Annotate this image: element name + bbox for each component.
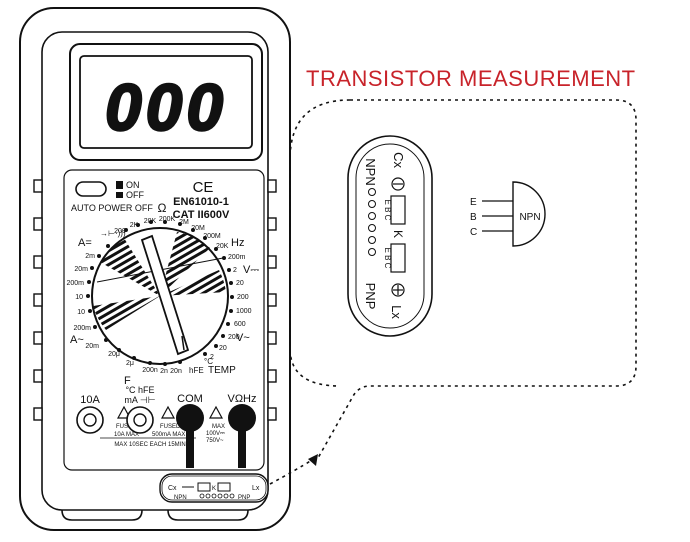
- adc-20m: 20m: [74, 266, 88, 273]
- vac-20: 20: [219, 345, 227, 352]
- standard-label-1: EN61010-1: [173, 196, 229, 208]
- diagram-title: TRANSISTOR MEASUREMENT: [306, 66, 636, 91]
- max-ma-label: 500mA MAX: [152, 432, 185, 438]
- large-npn-label: NPN: [363, 158, 378, 185]
- cap-2n: 2n: [160, 368, 168, 375]
- large-pins-1: E B C: [383, 200, 392, 221]
- callout-arrow: [269, 454, 318, 485]
- a-ac-label: A~: [70, 334, 84, 346]
- jack-10a[interactable]: [76, 406, 104, 434]
- hz-20k: 20K: [216, 243, 229, 250]
- vdc-20: 20: [236, 280, 244, 287]
- small-npn-label: NPN: [174, 495, 187, 501]
- vdc-2: 2: [233, 267, 237, 274]
- terminal-vohmhz-label: VΩHz: [227, 393, 256, 405]
- vdc-200m: 200m: [228, 254, 246, 261]
- v-dc-label: V⎓: [243, 264, 259, 276]
- range-20m: 20M: [191, 225, 205, 232]
- auto-power-off-label: AUTO POWER OFF: [71, 203, 153, 213]
- pin-b-label: B: [470, 212, 477, 223]
- terminal-com-label: COM: [177, 393, 203, 405]
- npn-transistor-symbol: [482, 181, 546, 247]
- f-label: F: [124, 375, 131, 387]
- power-switch[interactable]: [75, 181, 107, 197]
- cap-20u: 20μ: [108, 351, 120, 358]
- standard-label-2: CAT II600V: [173, 209, 230, 221]
- jack-vohmhz-probe[interactable]: [228, 404, 256, 468]
- large-cx-label: Cx: [391, 152, 406, 168]
- vdc-200: 200: [237, 294, 249, 301]
- max-10sec-label: MAX 10SEC EACH 15MIN: [114, 442, 185, 448]
- v-ac-label: V~: [236, 332, 250, 344]
- callout-outline: [289, 99, 637, 459]
- terminals: 10A COM VΩHz °C hFE mA ⊣⊢ FUSED 10A MAX …: [80, 385, 256, 448]
- pin-e-label: E: [470, 197, 477, 208]
- rotary-dial[interactable]: [91, 227, 229, 365]
- transistor-socket-large[interactable]: [347, 135, 433, 337]
- small-cx-label: Cx: [168, 485, 177, 492]
- max-10a-label: 10A MAX: [114, 432, 139, 438]
- terminal-10a-label: 10A: [80, 394, 100, 406]
- vac-200: 200: [228, 334, 240, 341]
- aac-200m: 200m: [73, 325, 91, 332]
- switch-off-label: OFF: [126, 190, 144, 200]
- jack-com-probe[interactable]: [176, 404, 204, 468]
- range-2m: 2M: [179, 219, 189, 226]
- range-200k: 200K: [159, 216, 176, 223]
- small-pnp-label: PNP: [238, 495, 250, 501]
- range-20k: 20K: [144, 218, 157, 225]
- terminal-ma-label: mA ⊣⊢: [124, 395, 155, 405]
- large-lx-label: Lx: [389, 305, 404, 319]
- transistor-socket-small[interactable]: [159, 473, 269, 503]
- aac-10: 10: [77, 309, 85, 316]
- dial-labels: Ω 200 2K 20K 200K 2M 20M 200M Hz 20K 200…: [66, 201, 259, 387]
- fused-ma-label: FUSED: [160, 424, 181, 430]
- socket-large-labels: Cx Lx NPN PNP E B C E B C K: [363, 152, 406, 319]
- range-2k: 2K: [130, 222, 139, 229]
- hz-label: Hz: [231, 237, 244, 249]
- adc-200m: 200m: [66, 280, 84, 287]
- terminal-chfe-label: °C hFE: [125, 385, 154, 395]
- pin-c-label: C: [470, 227, 477, 238]
- ce-mark: CE: [193, 179, 214, 196]
- v100-label: 100V⎓: [206, 431, 225, 437]
- adc-2m: 2m: [85, 253, 95, 260]
- dial-dots: [86, 220, 234, 366]
- display-digits: 000: [105, 70, 227, 144]
- jack-ma[interactable]: [126, 406, 154, 434]
- fused-10a-label: FUSED: [116, 424, 137, 430]
- a-dc-label: A=: [78, 237, 92, 249]
- range-200m: 200M: [203, 233, 221, 240]
- vac-600: 600: [234, 321, 246, 328]
- lcd-display: 000: [69, 43, 263, 161]
- adc-10: 10: [75, 294, 83, 301]
- socket-small-labels: Cx Lx NPN PNP K: [168, 485, 260, 501]
- cap-20n: 20n: [170, 368, 182, 375]
- switch-on-label: ON: [126, 180, 140, 190]
- npn-type-label: NPN: [519, 212, 540, 223]
- power-icons: [116, 181, 123, 198]
- cap-2u: 2μ: [126, 360, 134, 367]
- ohm-label: Ω: [158, 201, 167, 215]
- range-200: 200: [114, 228, 126, 235]
- celsius-label: °C: [204, 357, 213, 366]
- large-pins-2: E B C: [383, 248, 392, 269]
- v750-label: 750V~: [206, 438, 224, 444]
- cap-200n: 200n: [142, 367, 158, 374]
- aac-20m: 20m: [85, 343, 99, 350]
- vdc-1000: 1000: [236, 308, 252, 315]
- small-k-label: K: [212, 486, 216, 492]
- small-lx-label: Lx: [252, 485, 260, 492]
- vac-2: 2: [210, 354, 214, 361]
- max-v-label: MAX: [212, 424, 225, 430]
- large-k-label: K: [391, 230, 405, 238]
- hfe-label: hFE: [189, 366, 204, 375]
- temp-label: TEMP: [208, 365, 236, 376]
- large-pnp-label: PNP: [363, 283, 378, 310]
- diode-label: →⊢·))): [100, 229, 126, 238]
